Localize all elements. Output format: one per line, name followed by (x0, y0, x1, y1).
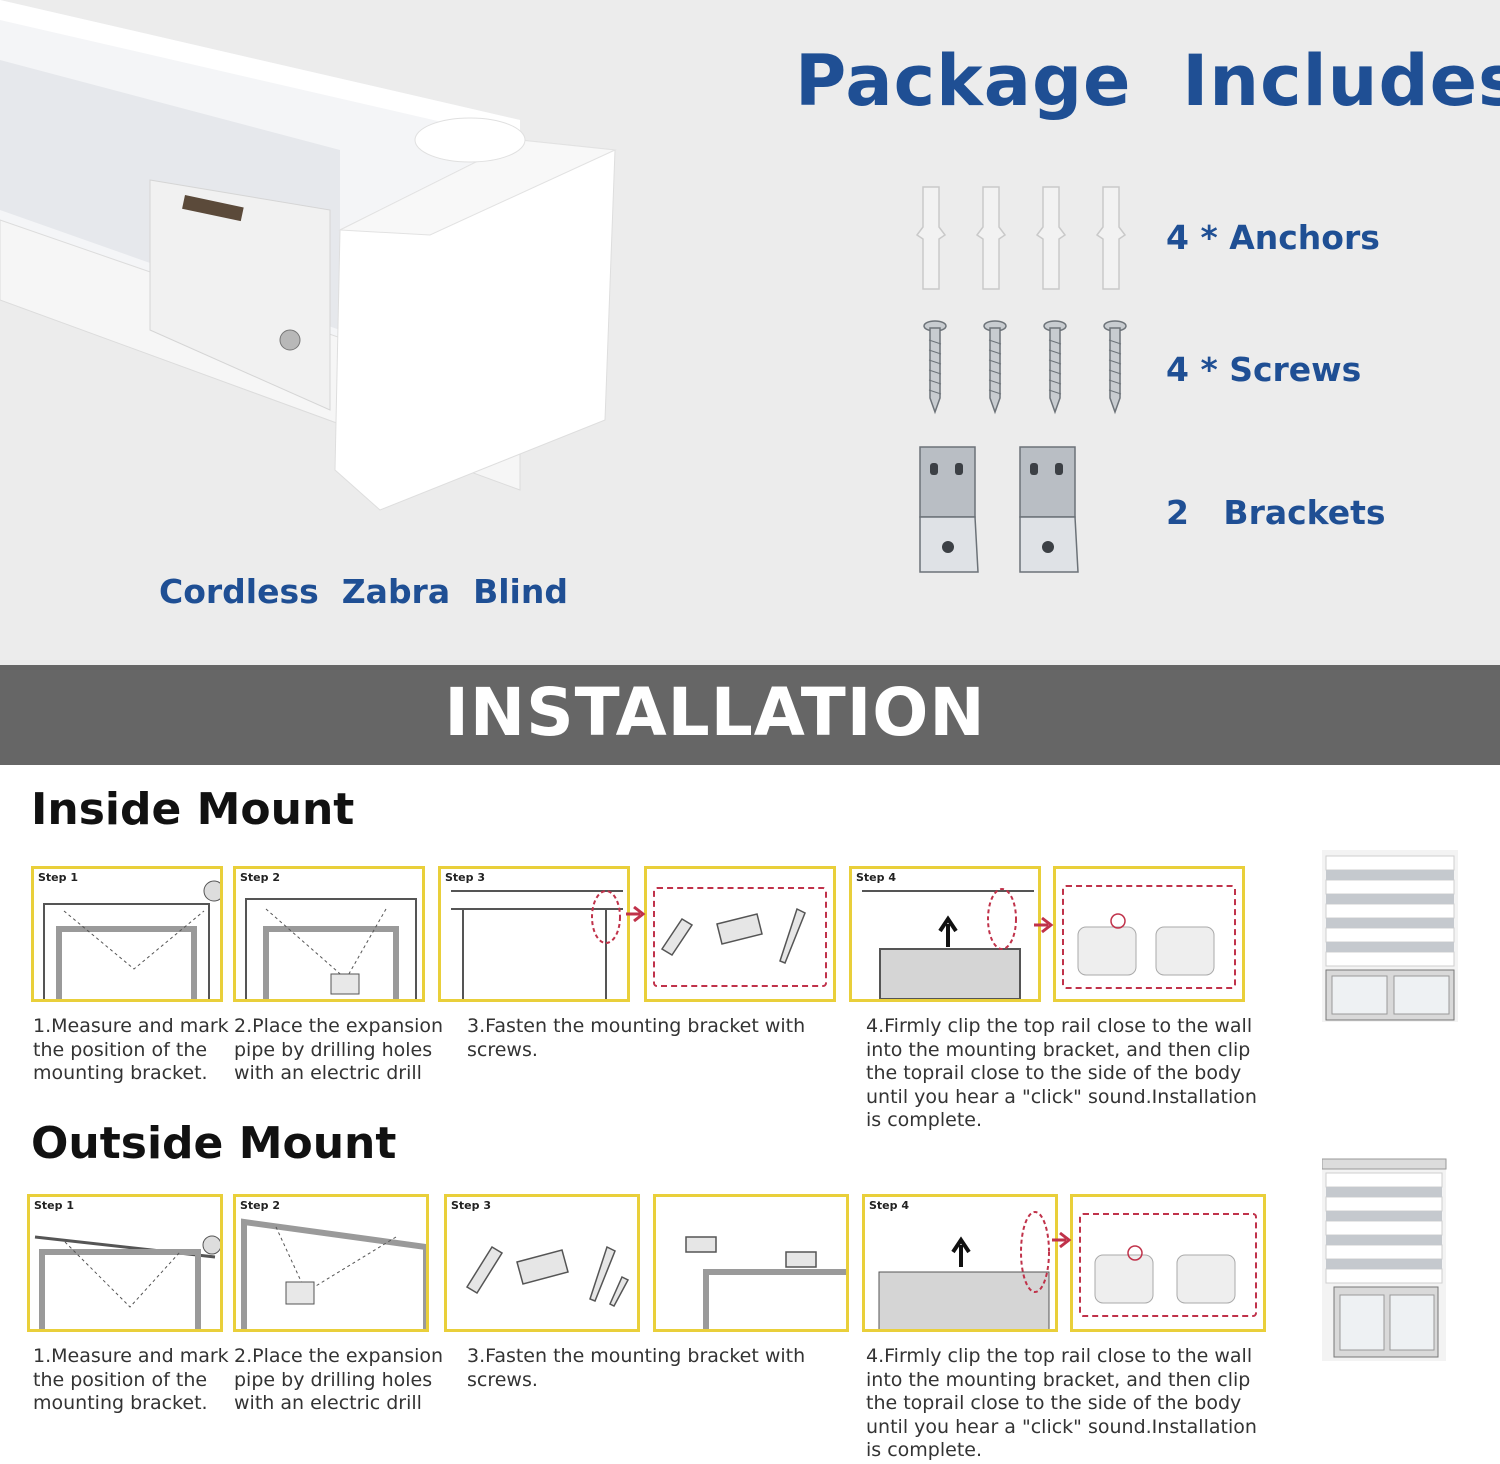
outside-step-4-caption: 4.Firmly clip the top rail close to the … (866, 1345, 1257, 1461)
inside-step-3-image: Step 3 (438, 866, 630, 1002)
detail-frame (1062, 885, 1236, 989)
step-tag: Step 2 (240, 1199, 280, 1212)
outside-step-2-caption: 2.Place the expansion pipe by drilling h… (234, 1345, 444, 1414)
outside-step-4-detail-image (1070, 1194, 1266, 1332)
step-tag: Step 1 (38, 871, 78, 884)
bracket-icon (919, 446, 1079, 573)
inside-step-4-caption: 4.Firmly clip the top rail close to the … (866, 1015, 1257, 1131)
outside-step-4-image: Step 4 (862, 1194, 1058, 1332)
inside-step-4-detail-image (1053, 866, 1245, 1002)
outside-step-2-image: Step 2 (233, 1194, 429, 1332)
inside-step-2-caption: 2.Place the expansion pipe by drilling h… (234, 1015, 444, 1084)
outside-step-3-detail-image (653, 1194, 849, 1332)
outside-step-1-image: Step 1 (27, 1194, 223, 1332)
outside-step-1-caption: 1.Measure and mark the position of the m… (33, 1345, 229, 1414)
inside-step-3-detail-image (644, 866, 836, 1002)
step-tag: Step 4 (869, 1199, 909, 1212)
brackets-label: 2 Brackets (1166, 493, 1386, 532)
outside-step-3-image: Step 3 (444, 1194, 640, 1332)
inside-arrow-icon (1034, 916, 1054, 934)
inside-step-1-caption: 1.Measure and mark the position of the m… (33, 1015, 229, 1084)
installation-title: INSTALLATION (444, 674, 986, 751)
detail-frame (1079, 1213, 1257, 1317)
step-tag: Step 3 (451, 1199, 491, 1212)
screw-icon (923, 320, 1127, 415)
installation-banner (0, 665, 1500, 765)
outside-mount-result-image (1322, 1158, 1447, 1361)
inside-step-1-image: Step 1 (31, 866, 223, 1002)
package-panel: Package Includes 4 * Anchors 4 * Screws (0, 0, 1500, 665)
outside-step-3-caption: 3.Fasten the mounting bracket with screw… (467, 1345, 806, 1391)
inside-mount-result-image (1322, 850, 1458, 1022)
product-label: Cordless Zabra Blind (159, 572, 568, 611)
inside-arrow-icon (626, 905, 646, 923)
inside-mount-title: Inside Mount (31, 784, 355, 835)
inside-step-3-caption: 3.Fasten the mounting bracket with screw… (467, 1015, 806, 1061)
detail-frame (653, 887, 827, 987)
package-title: Package Includes (795, 40, 1500, 122)
outside-mount-title: Outside Mount (31, 1118, 397, 1169)
step-tag: Step 1 (34, 1199, 74, 1212)
screws-label: 4 * Screws (1166, 350, 1362, 389)
step-tag: Step 2 (240, 871, 280, 884)
headrail-product-image (0, 0, 617, 511)
step-tag: Step 3 (445, 871, 485, 884)
anchor-icon (915, 186, 1127, 290)
inside-step-4-image: Step 4 (849, 866, 1041, 1002)
outside-arrow-icon (1052, 1231, 1072, 1249)
step-tag: Step 4 (856, 871, 896, 884)
inside-step-2-image: Step 2 (233, 866, 425, 1002)
anchors-label: 4 * Anchors (1166, 218, 1380, 257)
